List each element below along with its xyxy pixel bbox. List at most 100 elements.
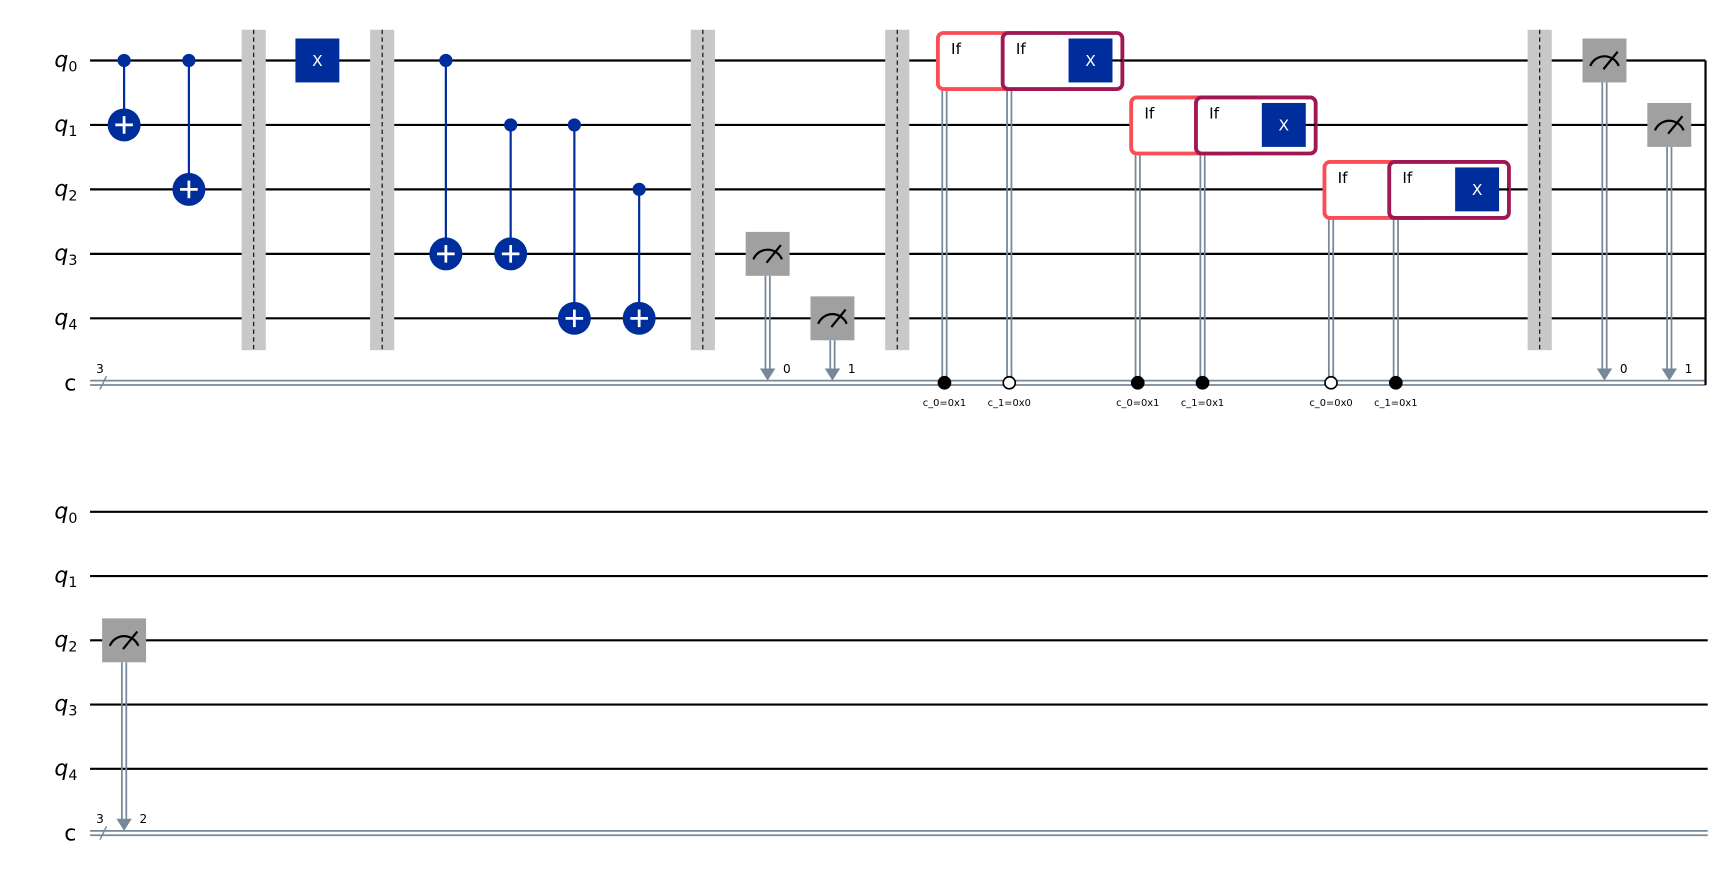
- x-gate-box: [1455, 167, 1500, 212]
- meter-icon: [1589, 55, 1620, 67]
- condition-dot-filled-icon: [937, 375, 952, 390]
- control-dot-icon: [439, 53, 453, 68]
- cnot-gate: [172, 53, 206, 206]
- if-else-block: c_0=0x1 c_1=0x0 If IfX: [923, 31, 1125, 409]
- qubit-label-name: q: [54, 756, 68, 781]
- condition-dot-filled-icon: [1388, 375, 1403, 390]
- qubit-label: q3: [54, 692, 77, 719]
- measure-bit-label: 2: [139, 812, 147, 826]
- creg-size-slash: [99, 375, 108, 390]
- meter-needle-icon: [122, 630, 139, 650]
- creg-size-slash: [99, 826, 108, 840]
- x-gate-box: [1068, 38, 1113, 83]
- qubit-label: q0: [54, 48, 77, 75]
- qubit-label-index: 1: [68, 575, 77, 591]
- barrier-gate: [690, 29, 715, 351]
- if-label: If: [1144, 104, 1155, 122]
- qubit-label-index: 4: [68, 768, 77, 784]
- creg-size: 3: [96, 812, 104, 826]
- if-label: If: [1209, 104, 1220, 122]
- qubit-label-index: 0: [68, 511, 77, 527]
- control-dot-icon: [117, 53, 131, 68]
- qubit-label-name: q: [54, 48, 68, 73]
- qubit-label-name: q: [54, 692, 68, 717]
- cnot-gate: [107, 53, 141, 142]
- measure-bit-label: 0: [1620, 362, 1628, 376]
- barrier-band: [1527, 29, 1552, 351]
- meter-icon: [108, 635, 140, 647]
- barrier-band: [370, 29, 395, 351]
- cnot-gate: [429, 53, 463, 271]
- qubit-label-name: q: [54, 499, 68, 524]
- qubit-label: q2: [54, 177, 77, 204]
- qubit-label: q1: [54, 113, 77, 140]
- condition-label: c_0=0x0: [1309, 398, 1352, 409]
- cnot-gate: [494, 118, 528, 271]
- arrow-down-icon: [1596, 368, 1613, 381]
- x-gate: X: [295, 38, 340, 83]
- arrow-down-icon: [759, 368, 776, 381]
- barrier-gate: [370, 29, 395, 351]
- condition-label: c_1=0x0: [988, 398, 1031, 409]
- measure-gate: 0: [745, 231, 791, 381]
- if-label: If: [951, 40, 962, 58]
- barrier-gate: [241, 29, 266, 351]
- x-gate-label: X: [312, 52, 323, 70]
- barrier-band: [690, 29, 715, 351]
- qubit-label-index: 1: [68, 124, 77, 140]
- barrier-band: [885, 29, 910, 351]
- measure-gate: 0: [1582, 38, 1628, 381]
- arrow-down-icon: [116, 818, 132, 831]
- measure-box: [102, 618, 147, 663]
- condition-label: c_0=0x1: [923, 398, 966, 409]
- condition-label: c_0=0x1: [1116, 398, 1159, 409]
- measure-box: [810, 296, 855, 341]
- x-gate-label: X: [1472, 181, 1483, 199]
- qubit-label: q1: [54, 564, 77, 591]
- meter-icon: [752, 248, 783, 260]
- barrier-band: [241, 29, 266, 351]
- barrier-gate: [885, 29, 910, 351]
- x-gate-box: [1261, 102, 1306, 147]
- creg-size: 3: [96, 362, 104, 376]
- cnot-gate: [557, 118, 591, 335]
- control-dot-icon: [504, 118, 518, 132]
- x-gate-label: X: [1085, 52, 1096, 70]
- creg-label: c: [64, 822, 76, 847]
- qubit-label-name: q: [54, 628, 68, 653]
- control-dot-icon: [182, 53, 196, 68]
- meter-needle-icon: [1602, 50, 1619, 70]
- measure-box: [1582, 38, 1627, 83]
- measure-box: [1647, 102, 1692, 147]
- control-dot-icon: [632, 182, 646, 196]
- if-label: If: [1402, 169, 1413, 187]
- arrow-down-icon: [1661, 368, 1677, 381]
- measure-bit-label: 1: [1685, 362, 1693, 376]
- condition-label: c_1=0x1: [1181, 398, 1224, 409]
- barrier-gate: [1527, 29, 1552, 351]
- qubit-label-index: 4: [68, 317, 77, 333]
- qubit-label: q3: [54, 241, 77, 268]
- meter-needle-icon: [830, 308, 847, 328]
- x-gate-box: [295, 38, 340, 83]
- qubit-label: q4: [54, 306, 77, 333]
- condition-dot-open-icon: [1002, 375, 1017, 390]
- qubit-label-name: q: [54, 564, 68, 589]
- measure-bit-label: 0: [783, 362, 791, 376]
- qubit-label-name: q: [54, 306, 68, 331]
- qubit-label-index: 2: [68, 188, 77, 204]
- condition-dot-open-icon: [1324, 375, 1338, 390]
- if-label: If: [1016, 40, 1027, 58]
- qubit-label-index: 0: [68, 59, 77, 75]
- qubit-label-index: 2: [68, 639, 77, 655]
- qubit-label: q0: [54, 499, 77, 526]
- qubit-label-name: q: [54, 241, 68, 266]
- meter-needle-icon: [1667, 115, 1684, 135]
- condition-dot-filled-icon: [1195, 375, 1210, 390]
- condition-dot-filled-icon: [1130, 375, 1145, 390]
